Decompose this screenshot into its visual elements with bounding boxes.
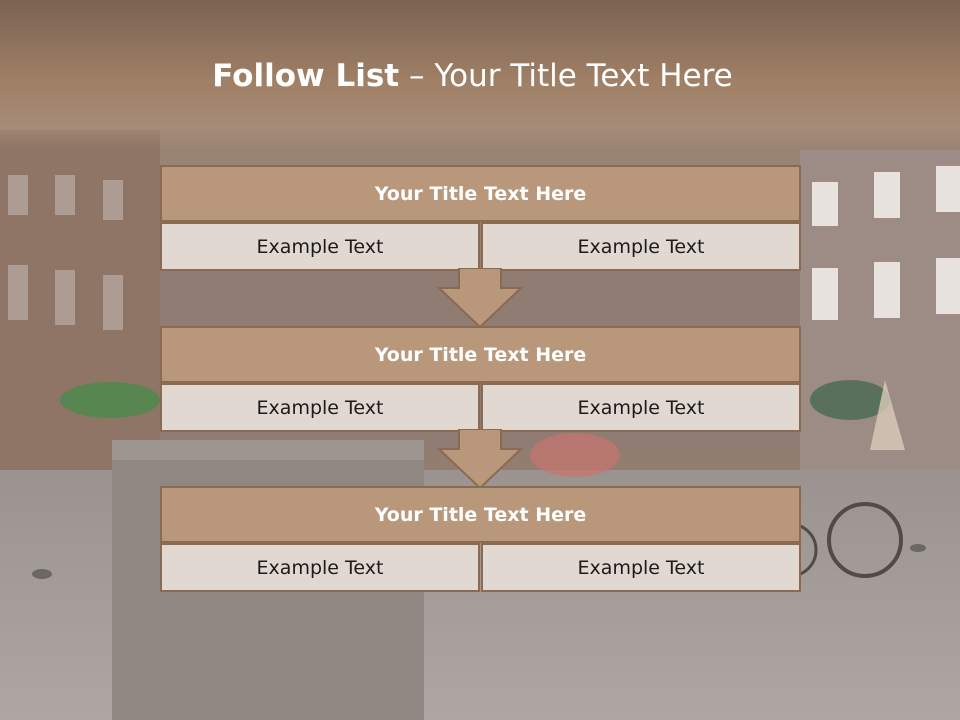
step-right-text: Example Text [481, 222, 801, 271]
title-band [0, 0, 960, 150]
slide-title-rest: – Your Title Text Here [399, 58, 733, 94]
step-left-text: Example Text [160, 222, 480, 271]
step-right-text: Example Text [481, 383, 801, 432]
step-3: Your Title Text Here Example Text Exampl… [160, 486, 801, 592]
step-left-text: Example Text [160, 543, 480, 592]
down-arrow-icon [437, 268, 523, 328]
step-right-text: Example Text [481, 543, 801, 592]
step-1: Your Title Text Here Example Text Exampl… [160, 165, 801, 271]
slide-title: Follow List – Your Title Text Here [0, 52, 945, 100]
step-title: Your Title Text Here [160, 326, 801, 383]
slide-title-bold: Follow List [212, 58, 400, 94]
step-title: Your Title Text Here [160, 165, 801, 222]
step-left-text: Example Text [160, 383, 480, 432]
step-2: Your Title Text Here Example Text Exampl… [160, 326, 801, 432]
step-title: Your Title Text Here [160, 486, 801, 543]
down-arrow-icon [437, 429, 523, 489]
